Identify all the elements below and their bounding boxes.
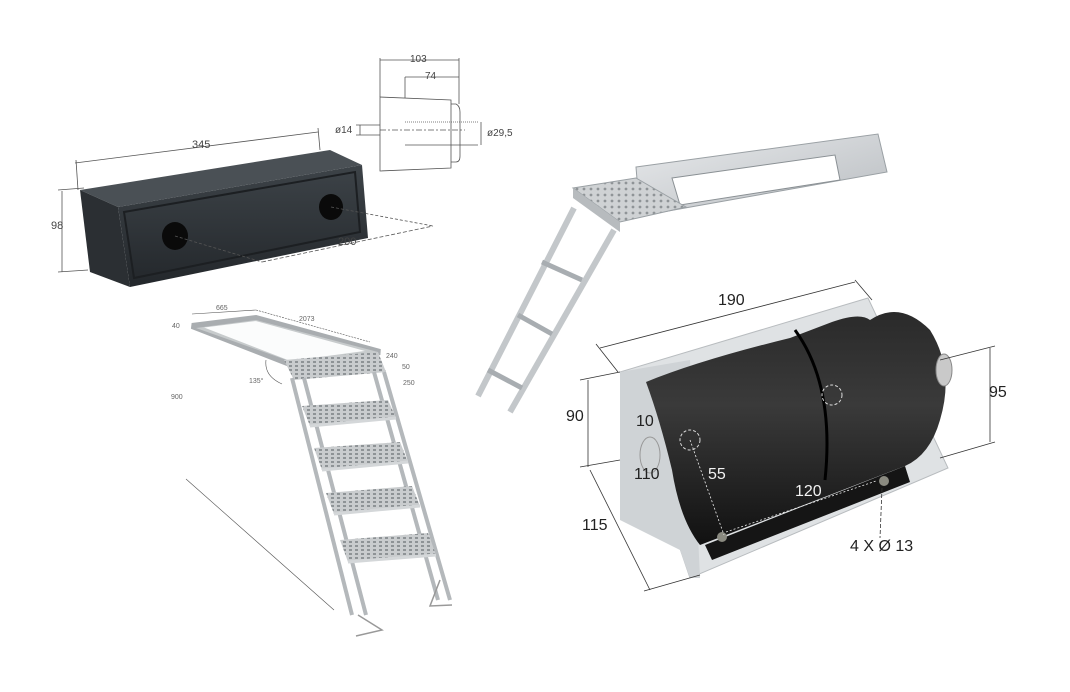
dim-stair-step-depth: 240 — [386, 353, 398, 360]
dim-section-bore: ø14 — [335, 125, 353, 136]
dim-section-overall: 103 — [410, 54, 427, 65]
bumper-section-drawing — [356, 58, 482, 172]
dim-roller-diameter: 95 — [989, 384, 1007, 401]
dim-section-inner: 74 — [425, 71, 437, 82]
dim-bumper-height: 98 — [51, 220, 64, 232]
dim-section-counterbore: ø29,5 — [487, 128, 513, 139]
folding-stair-drawing — [185, 309, 453, 637]
dim-roller-height: 90 — [566, 408, 584, 425]
dim-roller-hole-offset: 55 — [708, 466, 726, 483]
roller-guide-drawing — [579, 279, 996, 592]
dim-roller-hole-spacing: 120 — [795, 483, 822, 500]
slide-out-ladder-drawing — [475, 133, 888, 414]
dim-roller-depth: 115 — [582, 517, 608, 534]
dim-roller-holes: 4 X Ø 13 — [850, 538, 914, 555]
rubber-bumper-drawing — [57, 127, 434, 287]
dim-stair-reach: 900 — [171, 394, 183, 401]
dim-stair-step-thickness: 50 — [402, 364, 410, 371]
dim-roller-offset: 10 — [636, 413, 654, 430]
dim-stair-frame-height: 40 — [172, 323, 180, 330]
dim-bumper-hole-spacing: 200 — [338, 236, 357, 248]
dim-stair-angle: 135° — [249, 378, 264, 385]
dim-roller-side: 110 — [634, 466, 660, 483]
dim-stair-frame-width: 665 — [216, 305, 228, 312]
dim-stair-frame-length: 2073 — [299, 316, 315, 323]
dim-stair-step-rise: 250 — [403, 380, 415, 387]
dim-bumper-length: 345 — [192, 139, 211, 151]
dim-roller-length: 190 — [718, 292, 745, 309]
